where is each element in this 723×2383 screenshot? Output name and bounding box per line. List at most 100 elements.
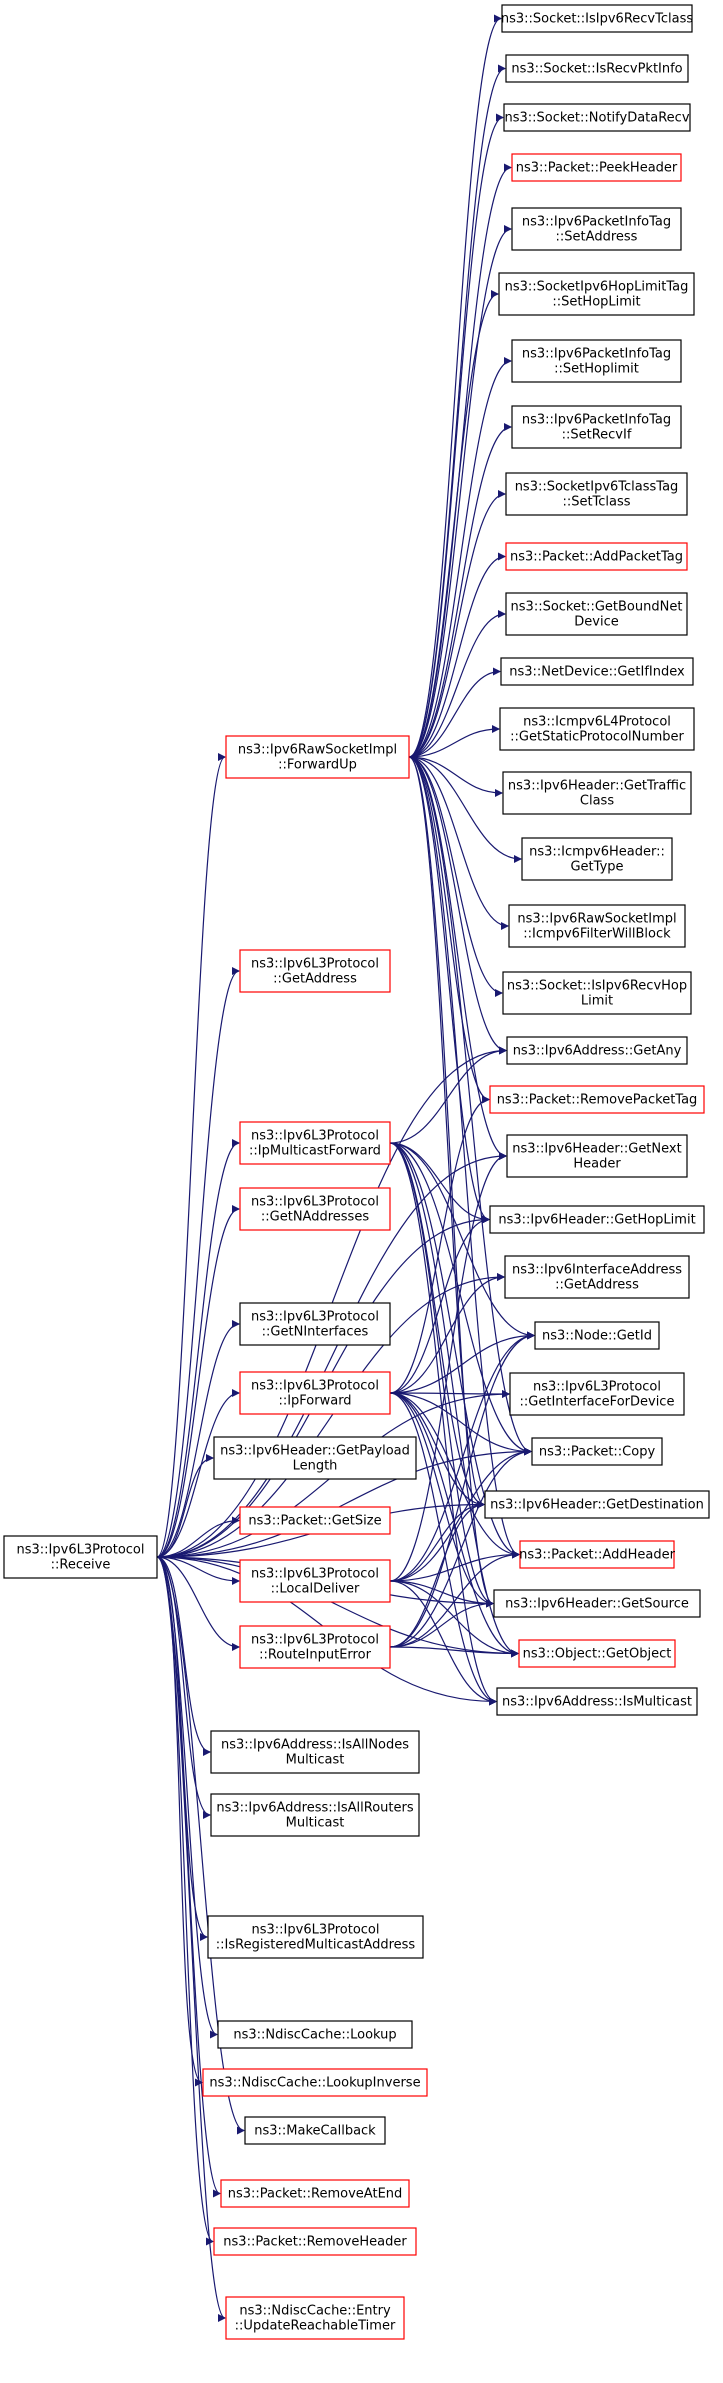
node-label: ::IpForward bbox=[278, 1394, 351, 1409]
node-getdst[interactable]: ns3::Ipv6Header::GetDestination bbox=[484, 1490, 710, 1519]
node-addptag[interactable]: ns3::Packet::AddPacketTag bbox=[505, 542, 688, 571]
node-routeerr[interactable]: ns3::Ipv6L3Protocol::RouteInputError bbox=[239, 1625, 391, 1669]
node-isrecvpkt[interactable]: ns3::Socket::IsRecvPktInfo bbox=[505, 54, 689, 83]
node-label: ns3::Ipv6Address::IsAllNodes bbox=[221, 1738, 409, 1753]
node-icmpfilter[interactable]: ns3::Ipv6RawSocketImpl::Icmpv6FilterWill… bbox=[508, 904, 686, 948]
edge-ipmcfwd-to-getsrc bbox=[389, 1142, 494, 1608]
node-label: Class bbox=[580, 794, 614, 809]
edge-rawfwd-to-ndgetifidx bbox=[408, 667, 501, 758]
edge-rawfwd-to-getdst bbox=[408, 756, 485, 1509]
node-label: ns3::MakeCallback bbox=[254, 2124, 376, 2139]
node-makecb[interactable]: ns3::MakeCallback bbox=[244, 2116, 386, 2145]
node-box bbox=[505, 54, 689, 83]
node-label: ns3::Object::GetObject bbox=[523, 1647, 672, 1662]
edge-ipmcfwd-to-ismc bbox=[389, 1142, 497, 1706]
node-ipfwd[interactable]: ns3::Ipv6L3Protocol::IpForward bbox=[239, 1371, 391, 1415]
node-getifdev[interactable]: ns3::Ipv6L3Protocol::GetInterfaceForDevi… bbox=[509, 1372, 685, 1416]
node-label: ns3::Ipv6RawSocketImpl bbox=[238, 743, 397, 758]
edge-root-to-makecb bbox=[156, 1556, 245, 2135]
node-box bbox=[511, 207, 682, 251]
node-localdel[interactable]: ns3::Ipv6L3Protocol::LocalDeliver bbox=[239, 1559, 391, 1603]
edge-root-to-routeerr bbox=[156, 1556, 240, 1651]
node-ifaddrgetaddr[interactable]: ns3::Ipv6InterfaceAddress::GetAddress bbox=[504, 1255, 690, 1299]
edge-localdel-to-nodegetid bbox=[389, 1331, 535, 1582]
node-pktcopy[interactable]: ns3::Packet::Copy bbox=[531, 1437, 663, 1466]
node-getobj[interactable]: ns3::Object::GetObject bbox=[518, 1639, 676, 1668]
node-getsize[interactable]: ns3::Packet::GetSize bbox=[239, 1506, 391, 1535]
node-label: ::SetAddress bbox=[556, 230, 638, 245]
node-label: ns3::Ipv6PacketInfoTag bbox=[522, 347, 671, 362]
node-ipmcfwd[interactable]: ns3::Ipv6L3Protocol::IpMulticastForward bbox=[239, 1121, 391, 1165]
node-getnif[interactable]: ns3::Ipv6L3Protocol::GetNInterfaces bbox=[239, 1302, 391, 1346]
node-box bbox=[244, 2116, 386, 2145]
node-peekhdr[interactable]: ns3::Packet::PeekHeader bbox=[511, 153, 682, 182]
node-label: ::GetStaticProtocolNumber bbox=[510, 730, 684, 745]
node-isrecvtclass[interactable]: ns3::Socket::IsIpv6RecvTclass bbox=[501, 4, 693, 33]
edge-root-to-isregmc bbox=[156, 1556, 208, 1941]
node-getaddr[interactable]: ns3::Ipv6L3Protocol::GetAddress bbox=[239, 949, 391, 993]
node-ismc[interactable]: ns3::Ipv6Address::IsMulticast bbox=[496, 1687, 698, 1716]
node-label: ns3::Packet::Copy bbox=[539, 1445, 656, 1460]
node-rmptag[interactable]: ns3::Packet::RemovePacketTag bbox=[489, 1085, 705, 1114]
node-notifyrecv[interactable]: ns3::Socket::NotifyDataRecv bbox=[503, 103, 691, 132]
node-box bbox=[498, 272, 695, 316]
edge-localdel-to-getobj bbox=[389, 1580, 519, 1658]
node-box bbox=[521, 837, 673, 881]
node-label: ns3::Ipv6Header::GetHopLimit bbox=[498, 1213, 695, 1228]
node-label: ns3::Ipv6L3Protocol bbox=[251, 1310, 379, 1325]
node-rmend[interactable]: ns3::Packet::RemoveAtEnd bbox=[220, 2179, 410, 2208]
edge-ipfwd-to-getdst bbox=[389, 1392, 485, 1509]
node-rmhdr[interactable]: ns3::Packet::RemoveHeader bbox=[213, 2227, 417, 2256]
edge-rawfwd-to-isrecvpkt bbox=[408, 64, 506, 758]
edge-routeerr-to-getobj bbox=[389, 1646, 519, 1658]
node-pitsethl[interactable]: ns3::Ipv6PacketInfoTag::SetHoplimit bbox=[511, 339, 682, 383]
node-box bbox=[3, 1535, 158, 1579]
node-label: ns3::NdiscCache::Lookup bbox=[233, 2028, 396, 2043]
node-ndlookupinv[interactable]: ns3::NdiscCache::LookupInverse bbox=[202, 2068, 428, 2097]
node-getnaddr[interactable]: ns3::Ipv6L3Protocol::GetNAddresses bbox=[239, 1187, 391, 1231]
node-hopsethl[interactable]: ns3::SocketIpv6HopLimitTag::SetHopLimit bbox=[498, 272, 695, 316]
node-box bbox=[239, 1559, 391, 1603]
node-label: ns3::Socket::IsRecvPktInfo bbox=[511, 62, 682, 77]
node-ndgetifidx[interactable]: ns3::NetDevice::GetIfIndex bbox=[500, 657, 694, 686]
node-label: ns3::Ipv6InterfaceAddress bbox=[512, 1263, 682, 1278]
node-label: ns3::Ipv6L3Protocol bbox=[533, 1380, 661, 1395]
edge-root-to-ipmcfwd bbox=[156, 1139, 240, 1558]
edge-ipmcfwd-to-getany bbox=[389, 1046, 507, 1144]
edge-root-to-getobj bbox=[156, 1556, 519, 1658]
node-box bbox=[506, 1036, 688, 1065]
node-isregmc[interactable]: ns3::Ipv6L3Protocol::IsRegisteredMultica… bbox=[207, 1915, 424, 1959]
node-label: ns3::Ipv6L3Protocol bbox=[251, 1195, 379, 1210]
node-ndlookup[interactable]: ns3::NdiscCache::Lookup bbox=[217, 2020, 413, 2049]
node-getsrc[interactable]: ns3::Ipv6Header::GetSource bbox=[493, 1589, 701, 1618]
node-pitsetaddr[interactable]: ns3::Ipv6PacketInfoTag::SetAddress bbox=[511, 207, 682, 251]
node-label: Header bbox=[573, 1157, 621, 1172]
edge-routeerr-to-nodegetid bbox=[389, 1331, 535, 1648]
node-label: ns3::Ipv6L3Protocol bbox=[251, 1129, 379, 1144]
node-icmpgetspn[interactable]: ns3::Icmpv6L4Protocol::GetStaticProtocol… bbox=[499, 707, 695, 751]
node-label: ns3::Packet::RemovePacketTag bbox=[497, 1093, 698, 1108]
node-addhdr[interactable]: ns3::Packet::AddHeader bbox=[519, 1540, 676, 1569]
edge-rawfwd-to-addptag bbox=[408, 552, 506, 758]
node-tclasssettc[interactable]: ns3::SocketIpv6TclassTag::SetTclass bbox=[505, 472, 688, 516]
node-label: ns3::Ipv6Header::GetPayload bbox=[220, 1444, 410, 1459]
edge-routeerr-to-addhdr bbox=[389, 1550, 520, 1648]
node-icmphdrgettype[interactable]: ns3::Icmpv6Header::GetType bbox=[521, 837, 673, 881]
node-updreach[interactable]: ns3::NdiscCache::Entry::UpdateReachableT… bbox=[225, 2296, 405, 2340]
node-rawfwd[interactable]: ns3::Ipv6RawSocketImpl::ForwardUp bbox=[225, 735, 410, 779]
node-nodegetid[interactable]: ns3::Node::GetId bbox=[534, 1321, 660, 1350]
node-pitsetrecvif[interactable]: ns3::Ipv6PacketInfoTag::SetRecvIf bbox=[511, 405, 682, 449]
node-getany[interactable]: ns3::Ipv6Address::GetAny bbox=[506, 1036, 688, 1065]
edge-ipfwd-to-getifdev bbox=[389, 1389, 510, 1398]
node-label: ::Icmpv6FilterWillBlock bbox=[523, 927, 671, 942]
node-box bbox=[220, 2179, 410, 2208]
node-label: ns3::SocketIpv6TclassTag bbox=[515, 480, 679, 495]
node-gethoplimit[interactable]: ns3::Ipv6Header::GetHopLimit bbox=[489, 1205, 705, 1234]
